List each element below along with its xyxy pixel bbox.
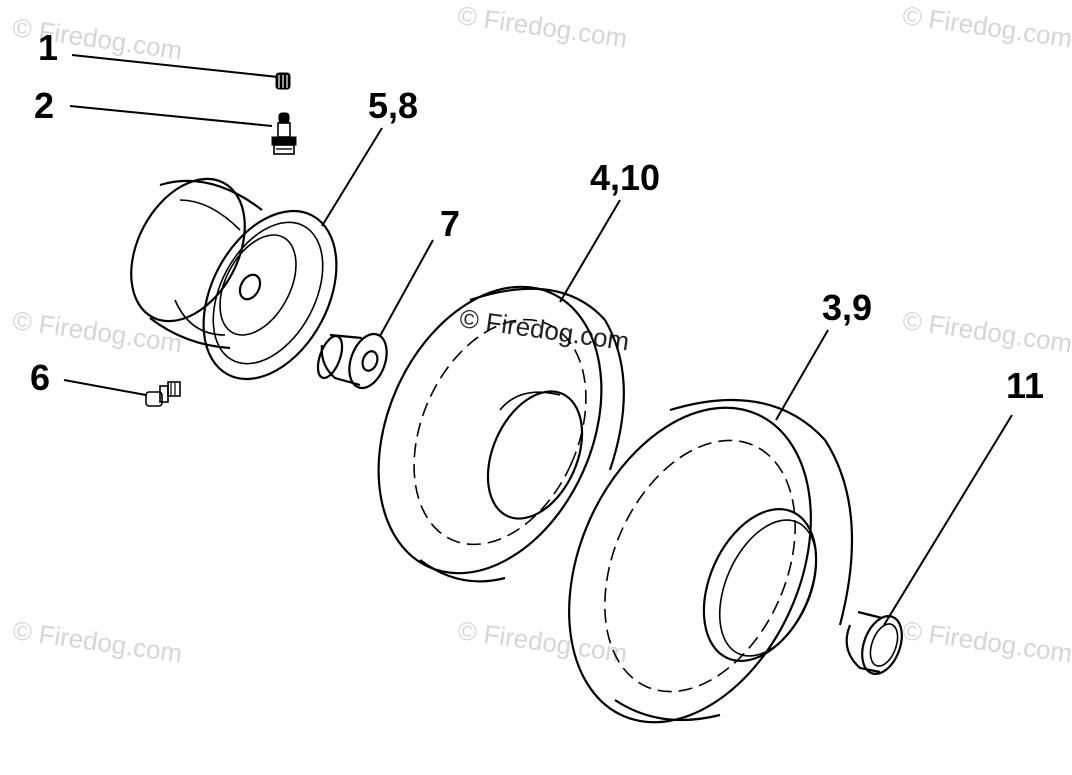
callout-6: 6 xyxy=(30,357,51,398)
bushing-icon xyxy=(316,332,388,390)
leader-58 xyxy=(321,127,383,227)
callout-7: 7 xyxy=(440,203,461,244)
leader-39 xyxy=(775,329,829,421)
callout-1: 1 xyxy=(38,27,59,68)
callout-2: 2 xyxy=(34,85,55,126)
callout-4-10: 4,10 xyxy=(590,157,661,198)
callout-5-8: 5,8 xyxy=(368,85,419,126)
valve-stem-icon xyxy=(271,112,297,155)
callout-3-9: 3,9 xyxy=(822,287,873,328)
valve-cap-icon xyxy=(275,72,291,90)
leader-6 xyxy=(63,379,147,396)
leader-lines xyxy=(63,54,1013,626)
wheel-rim-icon xyxy=(130,177,338,381)
rear-tire-icon xyxy=(568,398,854,724)
leader-410 xyxy=(559,199,621,303)
grease-fitting-icon xyxy=(145,381,181,407)
leader-11 xyxy=(883,414,1013,626)
front-tire-icon xyxy=(377,285,625,583)
leader-1 xyxy=(71,54,279,78)
leader-7 xyxy=(379,239,434,337)
leader-2 xyxy=(69,105,273,127)
callout-11: 11 xyxy=(1006,365,1045,406)
hub-cap-icon xyxy=(845,610,903,675)
